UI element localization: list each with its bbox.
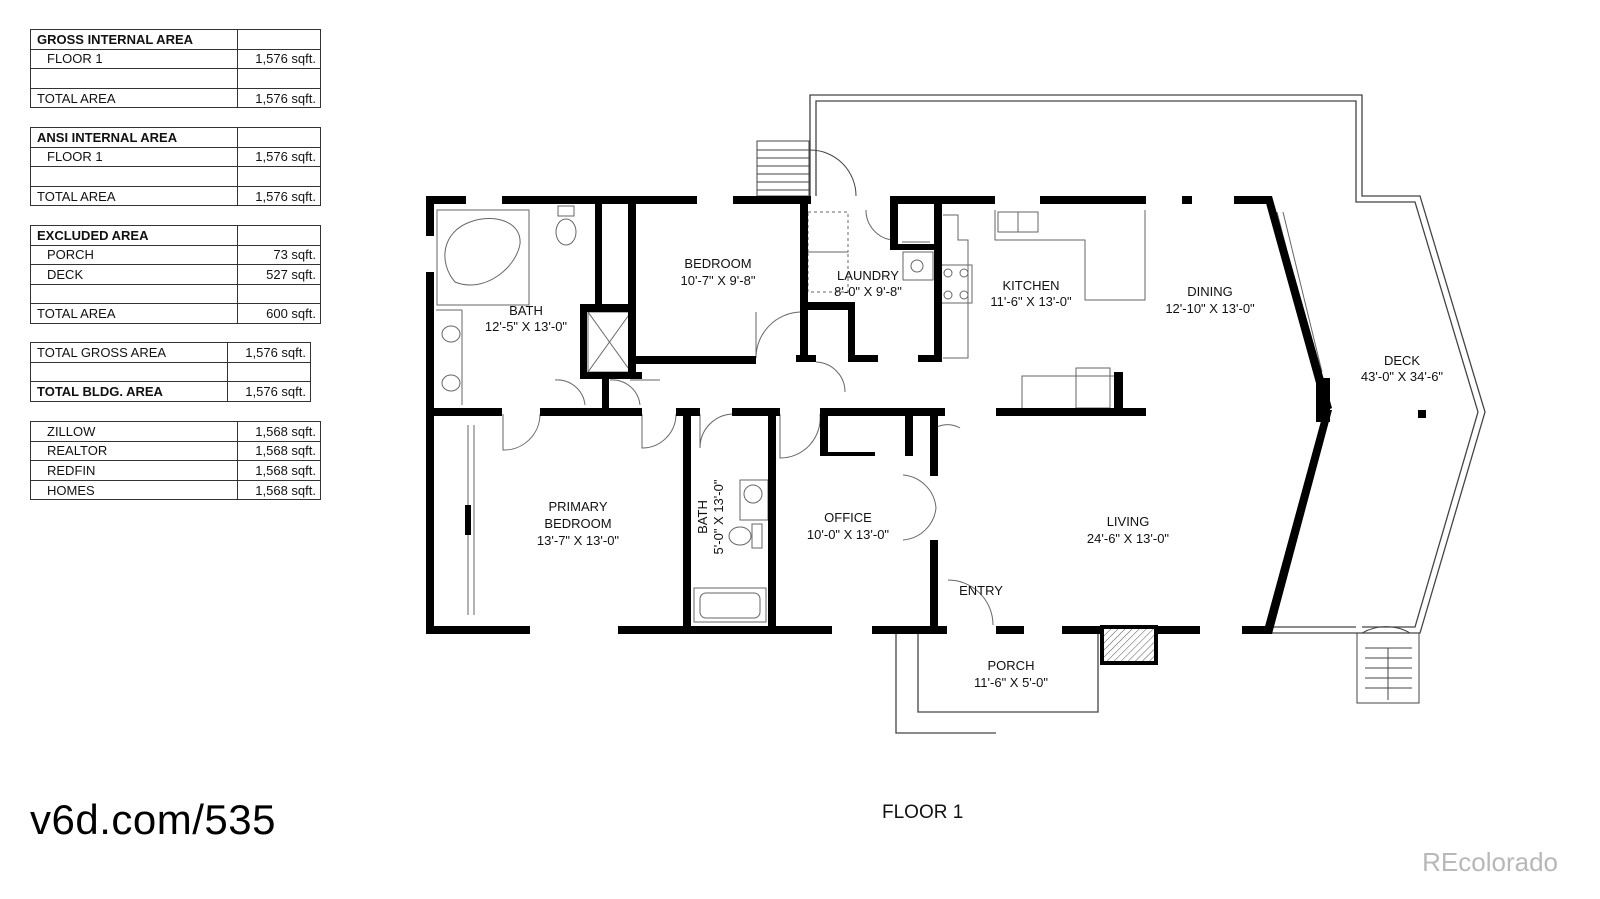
living-dims: 24'-6" X 13'-0": [1087, 531, 1170, 546]
area-label: TOTAL BLDG. AREA: [30, 381, 228, 402]
deck-outline: [809, 94, 1486, 634]
primary-bedroom-dims: 13'-7" X 13'-0": [537, 533, 620, 548]
porch-outline: [895, 625, 1158, 734]
office-dims: 10'-0" X 13'-0": [807, 527, 890, 542]
tour-url[interactable]: v6d.com/535: [30, 796, 276, 843]
area-label: TOTAL AREA: [30, 185, 238, 207]
deck-stairs-top: [756, 140, 857, 197]
laundry-label: LAUNDRY: [837, 268, 899, 283]
bedroom-label: BEDROOM: [684, 256, 751, 271]
laundry-dims: 8'-0" X 9'-8": [834, 284, 902, 299]
area-table-row: GROSS INTERNAL AREA: [30, 29, 321, 50]
area-value: 1,576 sqft.: [237, 185, 321, 207]
area-value: 1,576 sqft.: [227, 381, 311, 402]
area-value: 1,568 sqft.: [237, 421, 321, 442]
area-value: 1,576 sqft.: [237, 146, 321, 168]
area-value: 1,576 sqft.: [237, 87, 321, 109]
bath-dims: 12'-5" X 13'-0": [485, 319, 568, 334]
deck-stairs-bottom: [1356, 626, 1420, 704]
area-value: 527 sqft.: [237, 264, 321, 285]
dining-dims: 12'-10" X 13'-0": [1165, 301, 1255, 316]
area-label: TOTAL AREA: [30, 303, 238, 324]
bedroom-dims: 10'-7" X 9'-8": [681, 273, 756, 288]
area-table-row: [30, 166, 321, 187]
area-table-row: [30, 68, 321, 89]
watermark: REcolorado: [1422, 847, 1558, 877]
living-label: LIVING: [1107, 514, 1150, 529]
kitchen-label: KITCHEN: [1002, 278, 1059, 293]
area-value: 1,568 sqft.: [237, 460, 321, 481]
bath-2-label: BATH: [695, 500, 710, 534]
area-label: HOMES: [30, 479, 238, 501]
area-label: TOTAL AREA: [30, 87, 238, 109]
area-label: ANSI INTERNAL AREA: [30, 127, 238, 148]
primary-bedroom-label-1: PRIMARY: [549, 499, 608, 514]
deck-dims: 43'-0" X 34'-6": [1361, 369, 1444, 384]
area-value: 1,568 sqft.: [237, 479, 321, 501]
dining-label: DINING: [1187, 284, 1233, 299]
primary-bedroom-label-2: BEDROOM: [544, 516, 611, 531]
floor-title: FLOOR 1: [882, 802, 964, 823]
entry-label: ENTRY: [959, 583, 1003, 598]
porch-dims: 11'-6" X 5'-0": [974, 675, 1048, 690]
porch-label: PORCH: [988, 658, 1035, 673]
office-label: OFFICE: [824, 510, 872, 525]
area-value: 600 sqft.: [237, 303, 321, 324]
kitchen-dims: 11'-6" X 13'-0": [990, 294, 1072, 309]
area-label: TOTAL GROSS AREA: [30, 342, 228, 363]
bath-2-dims: 5'-0" X 13'-0": [711, 479, 726, 554]
walls: [426, 196, 1426, 634]
bath-label: BATH: [509, 303, 543, 318]
room-labels: BATH 12'-5" X 13'-0" BEDROOM 10'-7" X 9'…: [485, 256, 1444, 690]
deck-label: DECK: [1384, 353, 1420, 368]
